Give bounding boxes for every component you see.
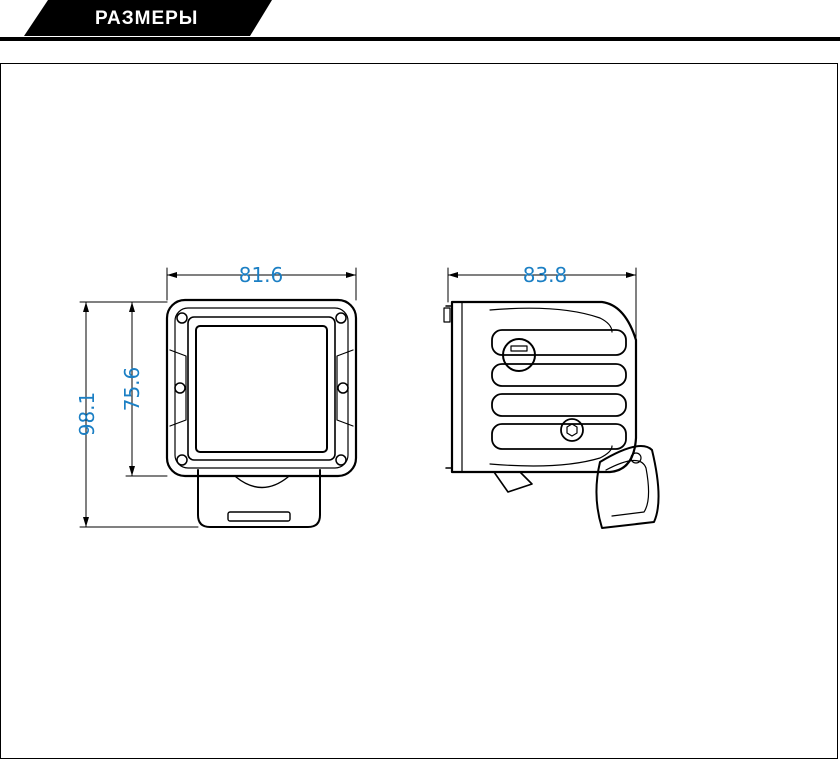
screw-icon [176, 312, 188, 324]
dim-front-width: 81.6 [239, 263, 284, 287]
dim-side-depth: 83.8 [523, 263, 568, 287]
front-bezel [187, 316, 336, 461]
side-knob [502, 338, 536, 372]
header-banner [0, 0, 840, 41]
side-arrowheads [448, 272, 636, 278]
side-dimension-lines [447, 267, 637, 341]
dim-front-total-height: 98.1 [75, 392, 99, 437]
screw-icon [335, 312, 347, 324]
dim-front-lens-height: 75.6 [120, 367, 144, 412]
screw-icon [174, 382, 186, 394]
screw-icon [335, 454, 347, 466]
side-fin [491, 393, 627, 417]
front-screws [174, 312, 349, 466]
page-title: РАЗМЕРЫ [95, 8, 199, 29]
side-fin [491, 363, 627, 387]
front-lens [195, 325, 328, 453]
front-bracket [197, 469, 321, 528]
side-bracket [595, 445, 660, 529]
front-housing-outer [165, 298, 358, 478]
side-housing [450, 300, 638, 474]
bolt-icon [560, 418, 584, 442]
front-view [165, 298, 358, 528]
front-dimension-lines [79, 267, 357, 528]
side-fin [491, 329, 627, 356]
side-view [443, 300, 660, 529]
front-housing-inner [174, 307, 349, 469]
front-arrowheads [83, 272, 356, 527]
front-bracket-slot [227, 511, 291, 522]
screw-icon [176, 454, 188, 466]
screw-icon [337, 382, 349, 394]
diagram-frame [0, 63, 838, 759]
side-fin [491, 423, 627, 450]
